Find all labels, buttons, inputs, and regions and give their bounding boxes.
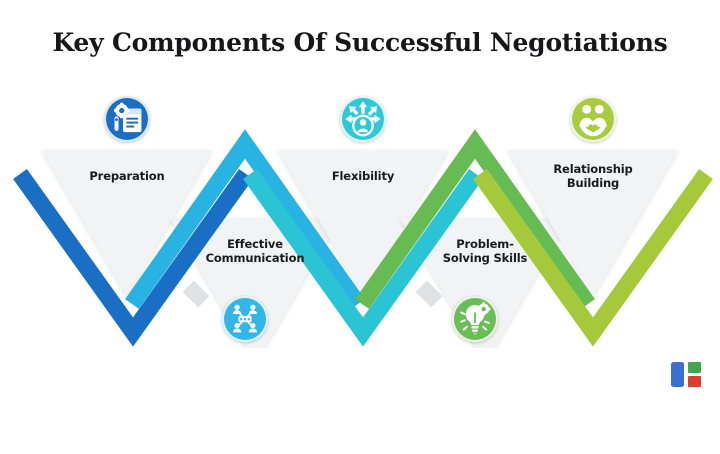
step-label-problem-solving-skills: Problem- Solving Skills: [442, 237, 528, 265]
step-label-preparation: Preparation: [89, 169, 165, 183]
people-heart-icon: [570, 96, 616, 142]
step-label-effective-communication: Effective Communication: [205, 237, 305, 265]
triangle-backdrop-preparation: [42, 150, 212, 296]
triangle-backdrop-flexibility: [278, 150, 448, 296]
person-arrows-icon: [340, 96, 386, 142]
step-label-flexibility: Flexibility: [331, 169, 395, 183]
page-title: Key Components Of Successful Negotiation…: [52, 28, 668, 57]
chevron-flexibility: [243, 169, 483, 347]
clipboard-gear-icon: [104, 96, 150, 142]
people-network-icon: [222, 296, 268, 342]
chevron-diagram: Preparation Effective Communication Flex…: [0, 78, 720, 348]
connector-notch: [182, 280, 210, 308]
triangle-backdrop-relationship-building: [508, 150, 678, 296]
google-slides-logo: [670, 360, 704, 390]
chevron-problem-solving-skills: [355, 129, 595, 309]
chevron-preparation: [13, 169, 253, 347]
slide-canvas: Key Components Of Successful Negotiation…: [0, 28, 720, 390]
chevron-effective-communication: [125, 129, 365, 309]
chevron-relationship-building: [473, 169, 713, 347]
connector-notches: [182, 280, 443, 308]
lightbulb-gear-icon: [452, 296, 498, 342]
step-label-relationship-building: Relationship Building: [553, 162, 633, 190]
triangle-backdrops: [42, 150, 678, 348]
connector-notch: [415, 280, 443, 308]
